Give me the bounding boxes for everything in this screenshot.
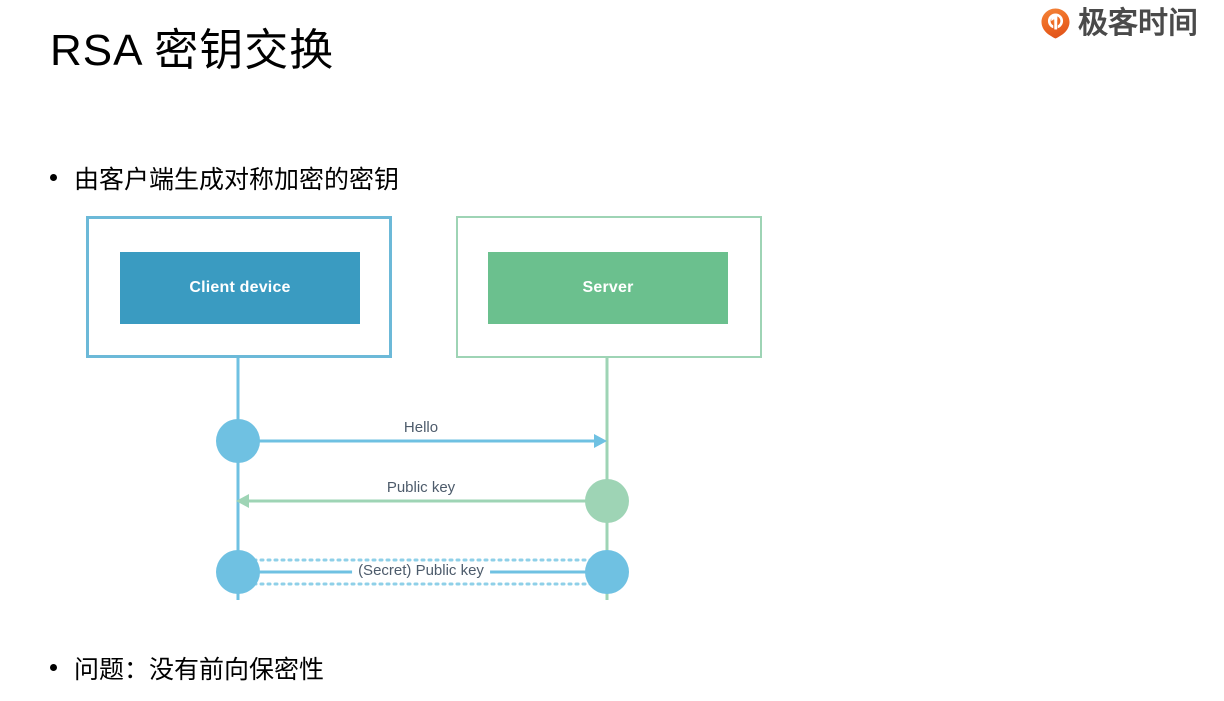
message-label-secret-public-key: (Secret) Public key [352,562,490,579]
server-event-dot-1 [585,479,629,523]
server-label-box[interactable]: Server [488,252,728,324]
server-label: Server [582,279,634,296]
brand-logo: 极客时间 [1040,8,1198,39]
bullet-text-2: 问题：没有前向保密性 [74,656,325,684]
client-device-label: Client device [189,279,291,296]
client-device-label-box[interactable]: Client device [120,252,360,324]
bullet-item-1: 由客户端生成对称加密的密钥 [50,160,399,196]
message-arrowhead-hello [594,434,607,448]
bullet-item-2: 问题：没有前向保密性 [50,650,324,686]
page-title: RSA 密钥交换 [50,26,335,75]
brand-name: 极客时间 [1078,5,1198,41]
message-arrowhead-publickey [236,494,249,508]
bullet-dot-icon [50,664,57,671]
geekbang-pin-logo-icon [1040,8,1071,39]
client-event-dot-1 [216,419,260,463]
bullet-dot-icon [50,174,57,181]
message-label-hello: Hello [397,419,445,436]
bullet-text-1: 由客户端生成对称加密的密钥 [74,166,400,194]
server-event-dot-2 [585,550,629,594]
client-event-dot-2 [216,550,260,594]
message-label-public-key: Public key [380,479,462,496]
